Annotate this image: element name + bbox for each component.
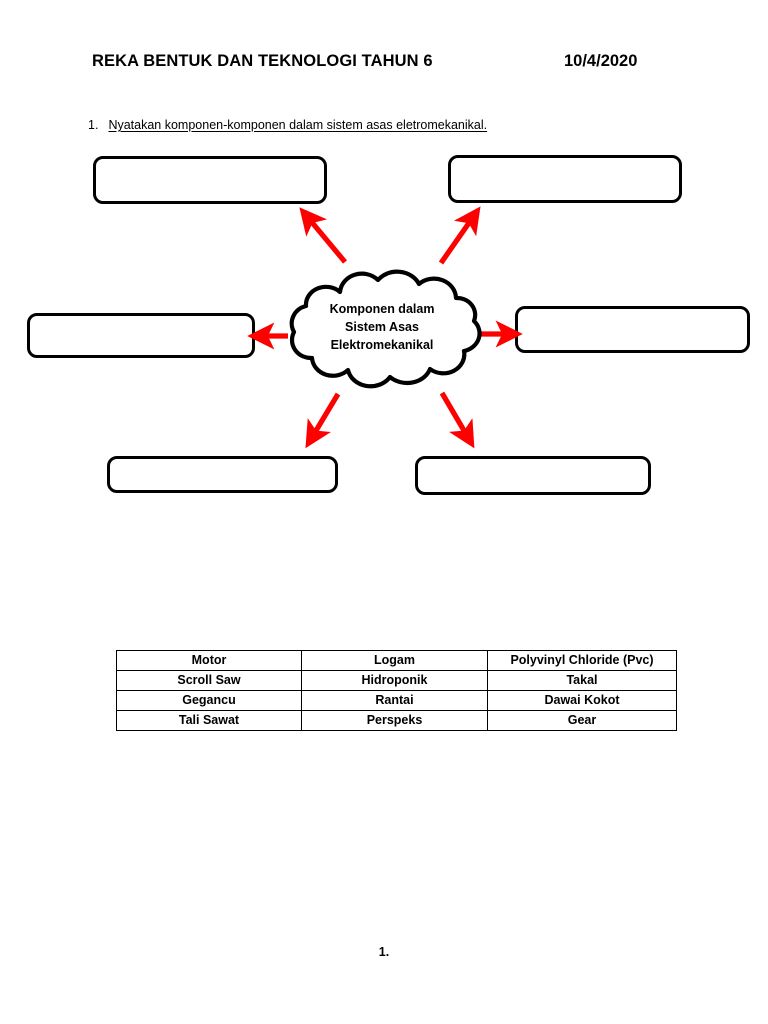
arrow-up-left [299,207,347,264]
table-cell: Polyvinyl Chloride (Pvc) [487,650,677,671]
answer-box-top-right[interactable] [448,155,682,203]
answer-box-middle-right-value [518,309,747,350]
word-bank-table: Motor Logam Polyvinyl Chloride (Pvc) Scr… [116,650,677,731]
table-row: Scroll Saw Hidroponik Takal [116,670,677,691]
cloud-label-line-1: Komponen dalam [329,302,435,316]
cloud-shape: Komponen dalam Sistem Asas Elektromekani… [278,264,486,390]
table-cell: Gear [487,710,677,731]
document-date: 10/4/2020 [564,52,638,70]
answer-box-top-left-value [96,159,324,201]
question-number: 1. [88,118,99,132]
arrow-up-right [438,206,481,265]
cloud-outline-icon [289,269,482,389]
cloud-label-line-3: Elektromekanikal [330,338,434,352]
answer-box-middle-left-value [30,316,252,355]
table-cell: Motor [116,650,302,671]
table-cell: Tali Sawat [116,710,302,731]
table-cell: Dawai Kokot [487,690,677,711]
document-header: REKA BENTUK DAN TEKNOLOGI TAHUN 6 10/4/2… [92,52,692,78]
arrow-down-right [439,391,475,449]
arrow-down-left [305,392,341,449]
table-cell: Logam [301,650,488,671]
answer-box-bottom-right[interactable] [415,456,651,495]
page-title: REKA BENTUK DAN TEKNOLOGI TAHUN 6 [92,52,433,70]
answer-box-bottom-right-value [418,459,648,492]
table-row: Motor Logam Polyvinyl Chloride (Pvc) [116,650,677,671]
question-text: Nyatakan komponen-komponen dalam sistem … [108,118,488,132]
answer-box-top-right-value [451,158,679,200]
question-1: 1. Nyatakan komponen-komponen dalam sist… [88,118,487,132]
table-cell: Perspeks [301,710,488,731]
cloud-label: Komponen dalam Sistem Asas Elektromekani… [278,300,486,354]
table-cell: Takal [487,670,677,691]
table-row: Tali Sawat Perspeks Gear [116,710,677,731]
answer-box-top-left[interactable] [93,156,327,204]
table-row: Gegancu Rantai Dawai Kokot [116,690,677,711]
table-cell: Rantai [301,690,488,711]
answer-box-bottom-left[interactable] [107,456,338,493]
page-footer: 1. [378,945,390,959]
table-cell: Hidroponik [301,670,488,691]
table-cell: Scroll Saw [116,670,302,691]
cloud-label-line-2: Sistem Asas [345,320,419,334]
table-cell: Gegancu [116,690,302,711]
answer-box-middle-left[interactable] [27,313,255,358]
answer-box-bottom-left-value [110,459,335,490]
answer-box-middle-right[interactable] [515,306,750,353]
